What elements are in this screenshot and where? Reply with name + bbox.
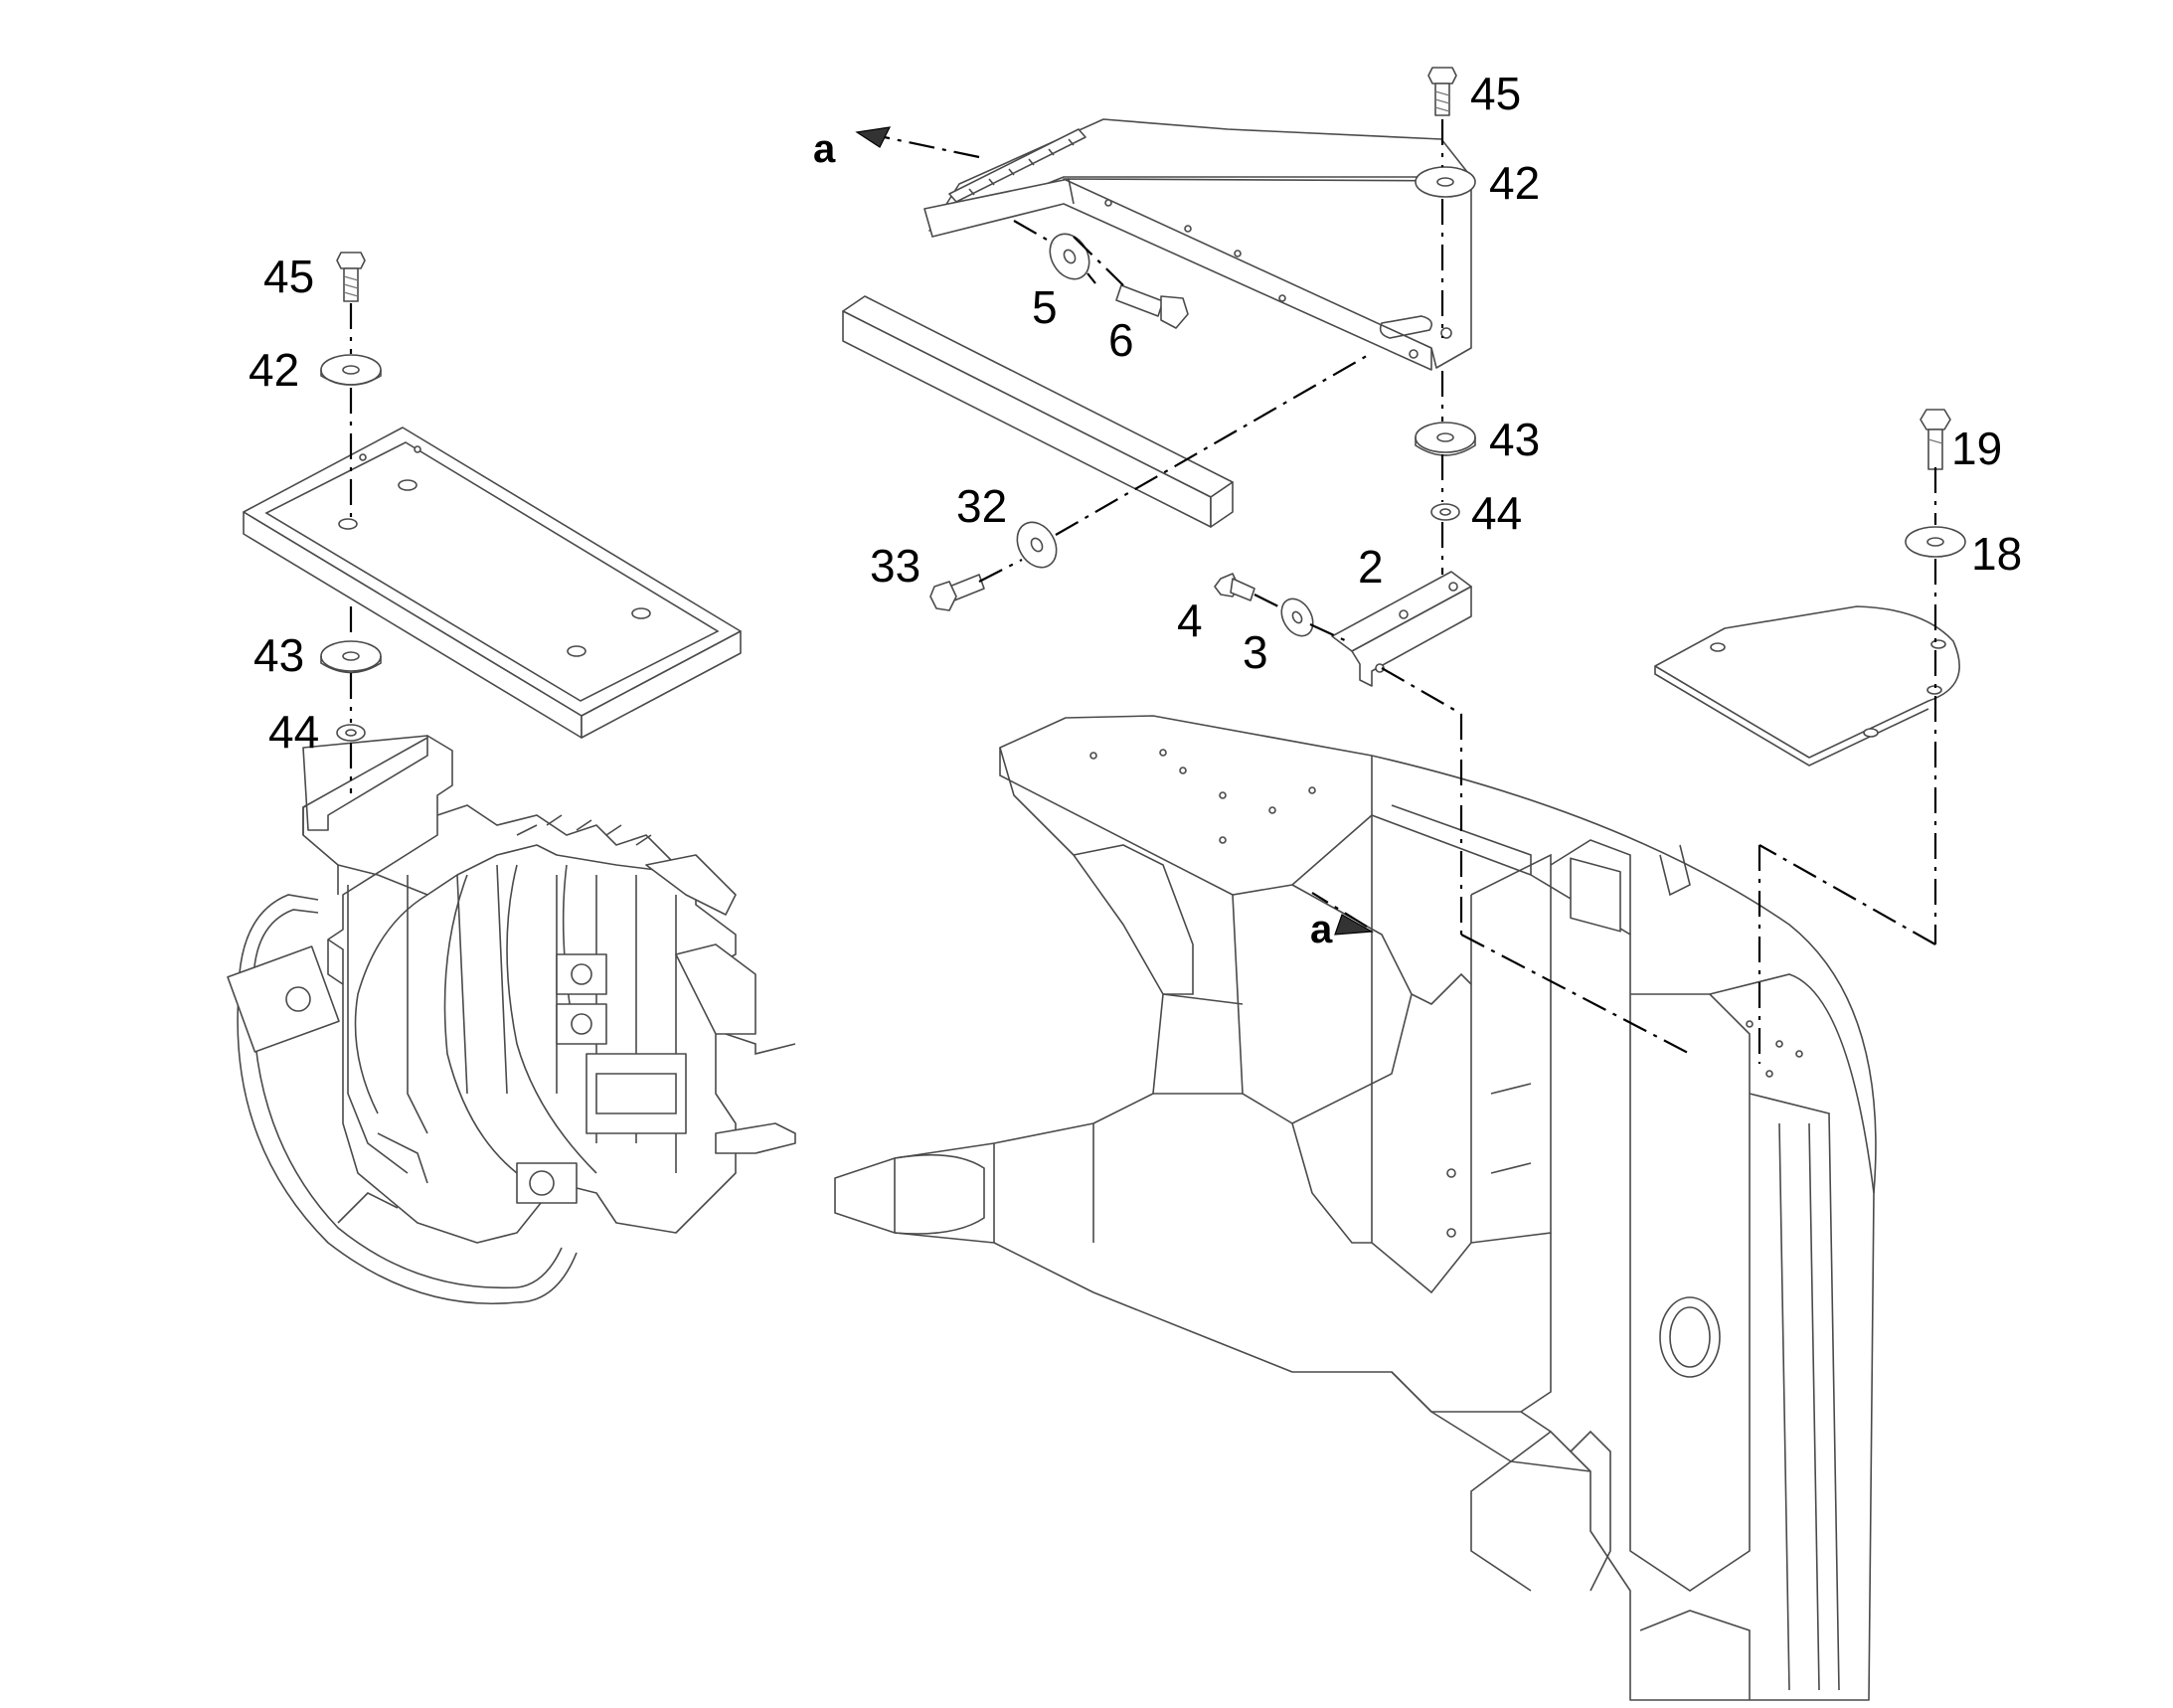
- left-mounting-plate: [243, 427, 742, 739]
- angle-bracket-2: [1331, 571, 1472, 687]
- callout-44-top: 44: [1471, 487, 1522, 539]
- leader-lines: [1086, 272, 1096, 284]
- bolt-6: [1115, 284, 1189, 329]
- bolt-33: [929, 574, 985, 611]
- washer-3: [1280, 598, 1314, 637]
- washer-43-top: [1415, 422, 1476, 456]
- hinge: [948, 128, 1086, 203]
- callout-33: 33: [870, 540, 920, 592]
- callout-3: 3: [1243, 626, 1268, 678]
- view-arrow-frame: [1334, 914, 1374, 936]
- callouts: 45 42 5 6 45 42 43 44 19 18 32 33 2 4 3 …: [249, 68, 2022, 951]
- callout-43-top: 43: [1489, 414, 1540, 465]
- hydraulic-valve-assembly: [227, 735, 796, 1305]
- callout-44-left: 44: [268, 706, 319, 758]
- cover-plate-right: [1654, 605, 1960, 767]
- view-ref-a-top: a: [813, 127, 836, 171]
- bolt-45-top: [1427, 67, 1457, 116]
- callout-42-left: 42: [249, 344, 299, 396]
- bolt-45-left: [336, 252, 366, 302]
- callout-18: 18: [1971, 528, 2022, 580]
- callout-43-left: 43: [253, 629, 304, 681]
- washer-42-left: [320, 354, 382, 386]
- callout-32: 32: [956, 480, 1007, 532]
- callout-45-left: 45: [263, 251, 314, 302]
- washer-18: [1905, 526, 1966, 558]
- callout-42-top: 42: [1489, 157, 1540, 209]
- washer-44-left: [336, 724, 366, 742]
- callout-5: 5: [1032, 281, 1058, 333]
- main-frame-casting: [834, 715, 1877, 1701]
- hinged-cover-plate: [923, 118, 1472, 371]
- callout-19: 19: [1951, 423, 2002, 474]
- bolt-19: [1920, 409, 1951, 470]
- washer-42-top: [1415, 166, 1476, 198]
- assembly-lines: [349, 119, 1937, 1064]
- washer-44-top: [1430, 503, 1460, 521]
- callout-2: 2: [1358, 541, 1384, 593]
- washer-32: [1016, 521, 1058, 569]
- wooden-strip: [842, 295, 1234, 528]
- callout-4: 4: [1177, 595, 1203, 646]
- washer-43-left: [320, 640, 382, 674]
- callout-45-top: 45: [1470, 68, 1521, 119]
- view-arrow-top: [855, 126, 892, 148]
- callout-6: 6: [1108, 314, 1134, 366]
- view-ref-a-frame: a: [1310, 908, 1333, 951]
- washer-5: [1049, 233, 1090, 280]
- bolt-4: [1214, 573, 1255, 601]
